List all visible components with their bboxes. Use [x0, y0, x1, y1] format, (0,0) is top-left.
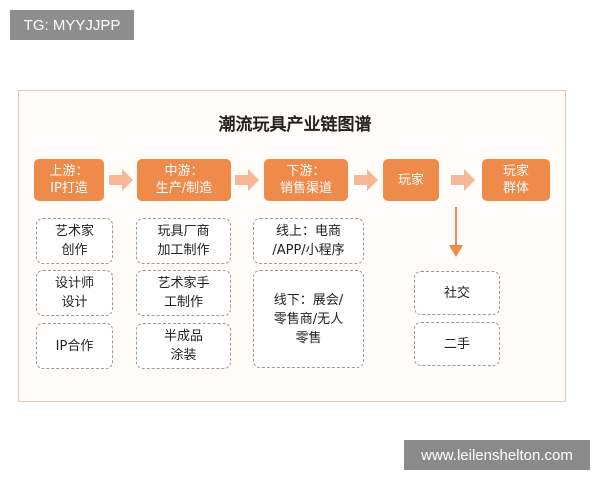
upstream-item: 艺术家 创作	[36, 218, 113, 264]
midstream-item-line2: 加工制作	[157, 243, 210, 258]
arrow-right-icon	[109, 169, 133, 191]
stage-player-group: 玩家 群体	[482, 159, 550, 201]
downstream-item-line2: /APP/小程序	[272, 243, 345, 258]
arrow-right-icon	[451, 169, 475, 191]
player-item-label: 二手	[443, 336, 470, 352]
midstream-item-line1: 半成品	[163, 329, 203, 344]
stage-upstream: 上游： IP打造	[34, 159, 104, 201]
player-item: 二手	[414, 322, 500, 366]
downstream-item-line1: 线上：电商	[275, 224, 341, 239]
stage-midstream-line1: 中游：	[164, 164, 204, 179]
stage-midstream-line2: 生产/制造	[155, 181, 213, 196]
stage-player-group-line2: 群体	[502, 181, 529, 196]
stage-player-group-line1: 玩家	[502, 164, 529, 179]
stage-upstream-line2: IP打造	[50, 181, 88, 196]
upstream-item-line1: 设计师	[54, 276, 94, 291]
watermark: www.leilenshelton.com	[404, 440, 590, 470]
midstream-item-line1: 艺术家手	[157, 276, 210, 291]
down-connector-line	[455, 207, 457, 247]
upstream-item-line1: 艺术家	[54, 224, 94, 239]
stage-player: 玩家	[383, 159, 439, 201]
midstream-item: 半成品 涂装	[136, 323, 231, 369]
upstream-item-line2: 创作	[61, 243, 88, 258]
player-item-label: 社交	[443, 285, 470, 301]
arrow-right-icon	[235, 169, 259, 191]
stage-downstream-line2: 销售渠道	[279, 181, 332, 196]
midstream-item-line2: 涂装	[170, 348, 197, 363]
downstream-item-line3: 零售	[295, 330, 322, 346]
upstream-item: 设计师 设计	[36, 270, 113, 316]
downstream-item-line2: 零售商/无人	[273, 311, 344, 327]
downstream-item: 线下：展会/ 零售商/无人 零售	[253, 270, 364, 368]
stage-upstream-line1: 上游：	[49, 164, 89, 179]
midstream-item: 玩具厂商 加工制作	[136, 218, 231, 264]
tg-tag: TG: MYYJJPP	[10, 10, 134, 40]
downstream-item-line1: 线下：展会/	[273, 292, 344, 308]
diagram-title: 潮流玩具产业链图谱	[218, 115, 372, 135]
upstream-item-line1: IP合作	[55, 338, 94, 354]
downstream-item: 线上：电商 /APP/小程序	[253, 218, 364, 264]
stage-downstream: 下游： 销售渠道	[264, 159, 348, 201]
arrow-down-icon	[449, 245, 463, 257]
arrow-right-icon	[354, 169, 378, 191]
upstream-item: IP合作	[36, 323, 113, 369]
stage-downstream-line1: 下游：	[286, 164, 326, 179]
upstream-item-line2: 设计	[61, 295, 88, 310]
midstream-item: 艺术家手 工制作	[136, 270, 231, 316]
stage-midstream: 中游： 生产/制造	[137, 159, 231, 201]
stage-player-line1: 玩家	[397, 172, 424, 188]
player-item: 社交	[414, 271, 500, 315]
midstream-item-line2: 工制作	[163, 295, 203, 310]
midstream-item-line1: 玩具厂商	[157, 224, 210, 239]
